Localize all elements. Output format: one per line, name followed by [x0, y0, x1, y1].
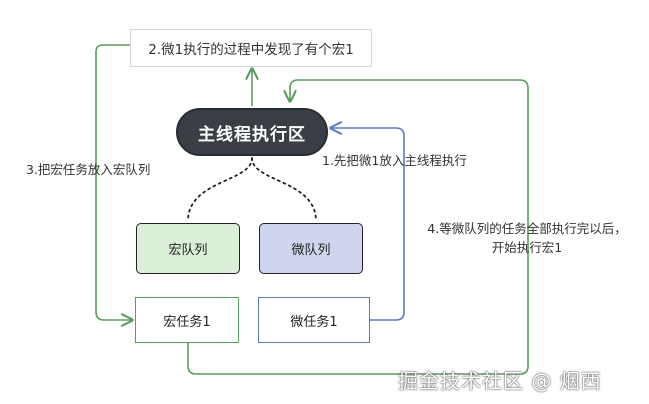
main-thread-node: 主线程执行区 — [176, 108, 328, 156]
note-text: 2.微1执行的过程中发现了有个宏1 — [148, 42, 354, 58]
main-thread-label: 主线程执行区 — [198, 124, 306, 145]
micro-queue-node: 微队列 — [259, 223, 363, 274]
macro-task-node: 宏任务1 — [135, 297, 239, 343]
step3-label: 3.把宏任务放入宏队列 — [26, 162, 151, 177]
step3-arrow — [95, 44, 131, 320]
step4-arrow — [187, 79, 529, 375]
step1-arrow — [332, 128, 405, 321]
micro-queue-label: 微队列 — [291, 243, 331, 258]
macro-queue-label: 宏队列 — [168, 243, 208, 258]
micro-task-label: 微任务1 — [290, 314, 338, 330]
note-box: 2.微1执行的过程中发现了有个宏1 — [130, 29, 372, 67]
macro-task-label: 宏任务1 — [163, 314, 211, 330]
main-to-micro-queue-dotted — [251, 157, 317, 222]
watermark: 掘金技术社区 @ 烟西 — [398, 369, 602, 393]
step4-label: 4.等微队列的任务全部执行完以后， 开始执行宏1 — [412, 219, 642, 257]
step4-label-line1: 4.等微队列的任务全部执行完以后， — [427, 221, 627, 236]
main-to-macro-queue-dotted — [187, 157, 253, 222]
step4-label-line2: 开始执行宏1 — [491, 240, 563, 255]
micro-task-node: 微任务1 — [258, 297, 370, 343]
macro-queue-node: 宏队列 — [136, 223, 240, 274]
step1-label: 1.先把微1放入主线程执行 — [322, 153, 467, 168]
